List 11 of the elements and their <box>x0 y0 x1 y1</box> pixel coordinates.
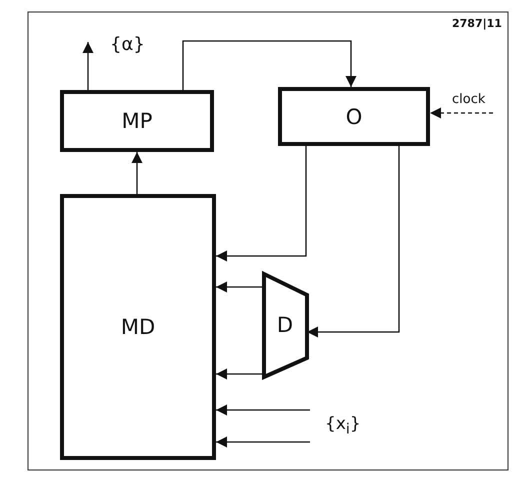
memory-box <box>60 194 216 460</box>
figure-number: 2787|11 <box>452 17 502 30</box>
register-box <box>60 90 214 152</box>
block-label: MP <box>122 109 152 133</box>
block-label: O <box>346 104 362 128</box>
block-label: MD <box>120 315 156 339</box>
register-box <box>278 87 430 146</box>
block-label: D <box>276 313 294 337</box>
signal-label: {α} <box>110 34 145 55</box>
signal-label: {x$_{i}$} <box>325 414 361 438</box>
decoder-trapezoid <box>260 270 310 380</box>
